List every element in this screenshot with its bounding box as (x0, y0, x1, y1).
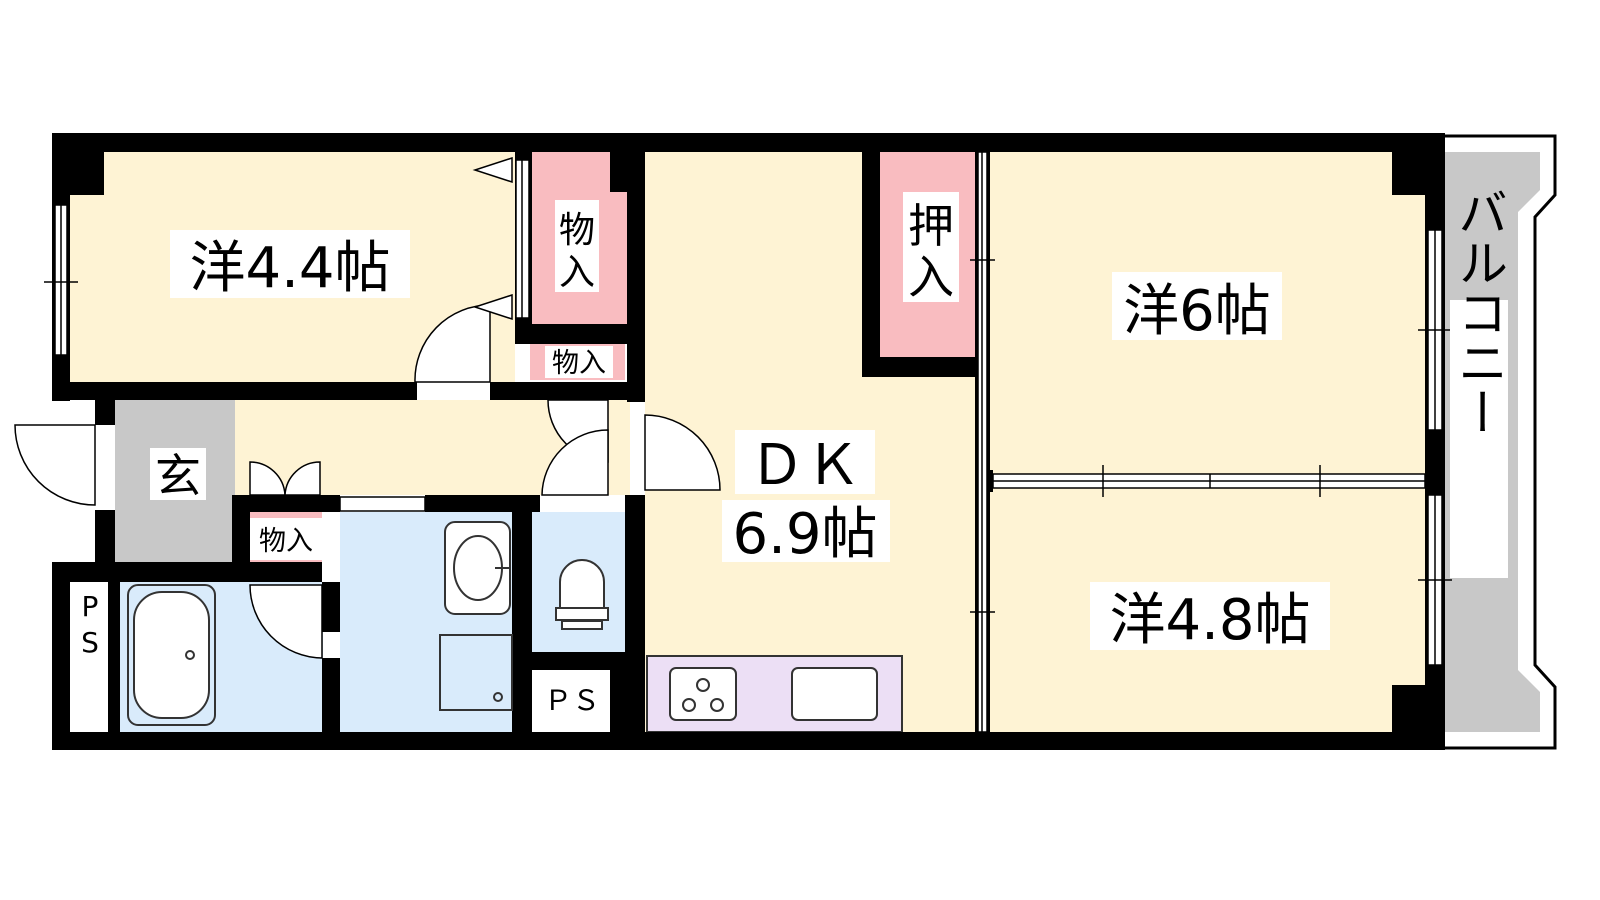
ps-bottom-label: ＰＳ (544, 684, 600, 717)
oshiire-label-1: 押 (908, 199, 954, 253)
opening-layer (44, 151, 1452, 733)
pillar-bottom-right (1392, 685, 1445, 750)
wall-entry-right (232, 495, 250, 582)
stove-burner-2 (682, 698, 696, 712)
wall-oshiire-left (862, 152, 880, 377)
bathtub-drain (185, 650, 195, 660)
wall-left-lower (52, 562, 70, 750)
oshiire-label-2: 入 (908, 250, 954, 304)
pillar-mid-right (1425, 430, 1445, 490)
toilet-base (561, 620, 603, 630)
dk-size-label: 6.9帖 (732, 502, 877, 567)
ps-left-p: P (82, 590, 99, 623)
toilet-tank (555, 607, 609, 621)
door-layer (14, 156, 721, 659)
dk-name-label: ＤＫ (749, 433, 861, 498)
bathtub-inner (133, 591, 210, 719)
label-layer: 洋4.4帖 物 入 物入 押 入 洋6帖 バルコニー 洋4.8帖 ＤＫ 6.9帖… (81, 187, 1508, 717)
wall-core-v (627, 152, 645, 402)
wall-entry-top (95, 400, 115, 425)
wall-hall-bottom-2 (425, 495, 540, 512)
wash-door-opening (339, 496, 426, 512)
wall-ps-right (610, 670, 645, 732)
stove-burner-3 (710, 698, 724, 712)
door-closet-top (472, 156, 513, 184)
label-bg-layer (72, 192, 1508, 728)
room-western-a-label: 洋4.4帖 (189, 236, 390, 301)
wall-bottom (52, 732, 1445, 750)
wall-a-bottom (52, 382, 417, 400)
toilet-bowl (559, 559, 605, 609)
pillar-top-left (52, 133, 104, 195)
wall-top (52, 133, 1445, 152)
fixture-layer (127, 521, 878, 726)
wall-bath-right (322, 582, 340, 632)
balcony-outline (1445, 134, 1557, 750)
door-toilet (541, 429, 609, 496)
wall-hall-bottom-1 (232, 495, 340, 512)
washing-machine-drain (493, 692, 503, 702)
closet-entry-label: 物入 (259, 526, 313, 557)
wall-layer (52, 133, 1445, 750)
entrance-label: 玄 (155, 449, 201, 503)
ps-left-s: S (81, 626, 99, 659)
wall-bath-top (52, 562, 322, 582)
door-bath (249, 584, 323, 659)
wall-toilet-bottom (512, 652, 632, 670)
wall-wash-right (512, 495, 532, 732)
closet-top-label-2: 入 (559, 252, 595, 293)
kitchen-sink (791, 667, 878, 721)
pillar-top-right (1392, 133, 1445, 195)
wall-bath-right-2 (322, 658, 340, 732)
room-western-b-label: 洋6帖 (1123, 279, 1271, 344)
closet-mid-label: 物入 (552, 348, 606, 379)
wall-a-bottom-2 (490, 382, 630, 400)
closet-top-label-1: 物 (559, 210, 595, 251)
door-closet-entry-r (284, 461, 321, 496)
room-western-c-label: 洋4.8帖 (1109, 588, 1310, 653)
door-dk (644, 414, 721, 491)
stove-burner-1 (696, 678, 710, 692)
balcony-label: バルコニー (1450, 187, 1508, 437)
washing-machine (439, 634, 513, 711)
wall-bath-left (108, 582, 120, 732)
wall-oshiire-bottom (862, 357, 990, 377)
door-closet-top-2 (472, 293, 513, 321)
stove (669, 667, 737, 721)
wall-closet-bottom (515, 324, 630, 344)
door-entrance (14, 424, 96, 506)
wall-entry-bottom (95, 510, 115, 562)
